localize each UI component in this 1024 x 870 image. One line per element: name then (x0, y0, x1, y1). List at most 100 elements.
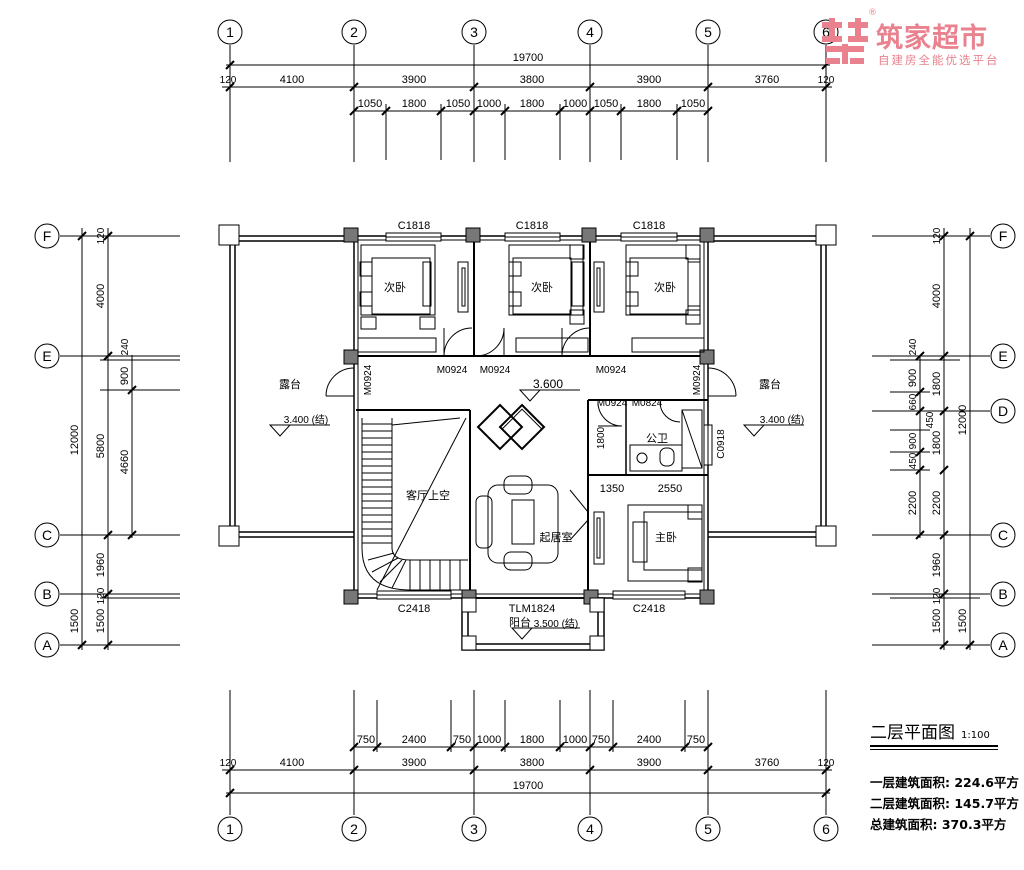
axis-label-x2-bottom: 2 (350, 821, 358, 837)
level-label: 3.600 (533, 377, 563, 391)
door-label: M0924 (597, 398, 628, 409)
title-underline-thin (870, 749, 998, 750)
bathroom-fixtures (629, 409, 703, 472)
brand-mark-icon (822, 18, 868, 64)
area-total: 总建筑面积: 370.3平方 (870, 817, 1007, 832)
axis-label-x2-top: 2 (350, 24, 358, 40)
dim-bottom-detail: 1000 (563, 734, 587, 746)
window-label: C0918 (716, 429, 727, 459)
room-label-master: 主卧 (655, 531, 677, 544)
dim-bottom-detail: 750 (453, 734, 471, 746)
dim-top-detail: 1800 (637, 98, 661, 110)
furniture-beds (359, 244, 703, 583)
dim-right-main: 1500 (957, 609, 969, 633)
top-dimension-lines (222, 45, 832, 162)
axis-label-x6-bottom: 6 (822, 821, 830, 837)
dim-right-sub: 900 (908, 432, 919, 449)
window-label: C2418 (398, 603, 430, 615)
dim-right-main: 1800 (931, 431, 943, 455)
axis-label-x1-bottom: 1 (226, 821, 234, 837)
room-label-terrace: 露台 (759, 377, 781, 391)
window-label: C1818 (633, 220, 665, 232)
axis-label-x5-bottom: 5 (704, 821, 712, 837)
room-label-void: 客厅上空 (406, 488, 450, 502)
dim-right-main: 2200 (931, 491, 943, 515)
door-label: M0924 (692, 364, 703, 395)
window-label: TLM1824 (509, 603, 555, 615)
axis-label-e-left: E (42, 348, 51, 364)
dim-left-main: 4000 (95, 284, 107, 308)
dim-right-sub: 450 (908, 452, 919, 469)
dim-left-sub: 4660 (119, 450, 131, 474)
right-dimension-lines (872, 228, 990, 650)
dim-left-main: 240 (120, 338, 131, 355)
door-label: M0824 (632, 398, 663, 409)
window-label: C2418 (633, 603, 665, 615)
door-label: M0924 (596, 365, 627, 376)
dim-left-main: 5800 (95, 434, 107, 458)
axis-label-f-right: F (999, 228, 1008, 244)
doors (325, 327, 737, 541)
brand-slogan: 自建房全能优选平台 (878, 53, 1000, 67)
dim-bottom-detail: 750 (687, 734, 705, 746)
dim-right-sub: 900 (907, 369, 919, 387)
axis-label-x4-bottom: 4 (586, 821, 594, 837)
dim-right-main: 1800 (931, 372, 943, 396)
level-markers (268, 389, 804, 640)
room-label-balcony: 阳台 (509, 615, 531, 629)
dim-bottom-detail: 750 (357, 734, 375, 746)
level-label: 3.400 (结) (284, 413, 328, 426)
dim-left-main: 1500 (69, 609, 81, 633)
registered-mark: ® (868, 8, 877, 18)
axis-label-f-left: F (43, 228, 52, 244)
axis-label-x1-top: 1 (226, 24, 234, 40)
axis-label-x5-top: 5 (704, 24, 712, 40)
furniture-sofa (475, 403, 559, 571)
door-label: M0924 (480, 365, 511, 376)
left-dimension-lines (60, 228, 180, 650)
dim-left-main: 120 (96, 227, 107, 244)
axis-label-e-right: E (998, 348, 1007, 364)
dim-bottom-main: 4100 (280, 757, 304, 769)
axis-label-c-right: C (998, 527, 1008, 543)
annotation-text: 1 2 3 4 5 6 1 2 3 4 5 6 F E C B A F E D … (42, 24, 1008, 837)
dim-left-main: 120 (96, 587, 107, 604)
room-label-family: 起居室 (540, 530, 573, 544)
windows (376, 232, 713, 600)
brand-logo: ® 筑家超市 自建房全能优选平台 (820, 8, 1020, 74)
door-label: M0924 (437, 365, 468, 376)
dim-bottom-main: 3900 (637, 757, 661, 769)
dim-bottom-detail: 1800 (520, 734, 544, 746)
room-dim: 1350 (600, 483, 624, 495)
dim-bottom-detail: 750 (592, 734, 610, 746)
level-label: 3.500 (结) (534, 617, 578, 630)
dim-right-main: 1960 (931, 553, 943, 577)
dim-bottom-total: 19700 (513, 780, 544, 792)
dim-right-main: 1500 (931, 609, 943, 633)
dim-top-main: 120 (818, 75, 835, 86)
dim-right-main: 240 (908, 338, 919, 355)
dim-top-main: 3760 (755, 74, 779, 86)
dim-top-detail: 1050 (681, 98, 705, 110)
axis-label-x6-top: 6 (822, 24, 830, 40)
bottom-dimension-lines (222, 690, 832, 815)
dim-left-main: 1500 (95, 609, 107, 633)
axis-label-x3-bottom: 3 (470, 821, 478, 837)
brand-name: 筑家超市 (876, 23, 988, 54)
dim-right-sub: 450 (925, 411, 936, 428)
staircase (361, 417, 468, 591)
dim-bottom-main: 120 (818, 758, 835, 769)
dim-top-detail: 1000 (563, 98, 587, 110)
dim-top-detail: 1800 (520, 98, 544, 110)
area-first-floor: 一层建筑面积: 224.6平方 (870, 775, 1019, 790)
room-label-bedroom: 次卧 (654, 280, 676, 294)
axis-label-b-left: B (42, 586, 51, 602)
dim-bottom-main: 3760 (755, 757, 779, 769)
dim-right-main: 120 (932, 227, 943, 244)
dim-left-total: 12000 (69, 425, 81, 456)
dim-top-main: 3800 (520, 74, 544, 86)
dim-bottom-main: 3800 (520, 757, 544, 769)
dim-right-main: 4000 (931, 284, 943, 308)
